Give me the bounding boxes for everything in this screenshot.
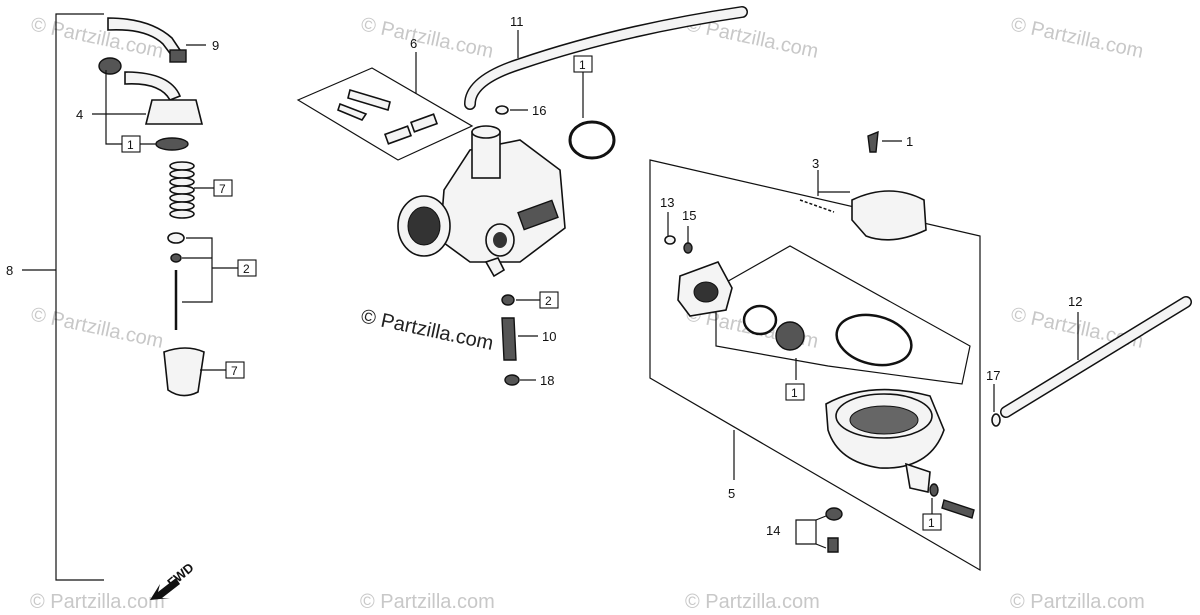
spring-small-part xyxy=(409,113,439,133)
washer-part xyxy=(155,137,189,151)
cap-tube-part xyxy=(124,71,182,102)
callout-box-1d xyxy=(922,513,942,531)
callout-10: 1 xyxy=(906,134,913,149)
float-kit-panel xyxy=(715,245,971,385)
callout-1-left: 1 xyxy=(127,138,134,152)
callout-19: 18 xyxy=(540,373,554,388)
watermark: © Partzilla.com xyxy=(360,591,495,613)
cap-plug-part xyxy=(98,57,122,75)
callout-15: 14 xyxy=(766,523,780,538)
float-bowl-part xyxy=(825,388,945,493)
tube-clip-part xyxy=(495,105,509,115)
watermark: © Partzilla.com xyxy=(685,591,820,613)
bowl-screw-part xyxy=(941,499,975,519)
watermark-center: © Partzilla.com xyxy=(359,305,495,355)
watermark: © Partzilla.com xyxy=(359,13,495,63)
main-jet-part xyxy=(501,317,517,361)
callout-4: 4 xyxy=(76,107,83,122)
callout-box-1c xyxy=(785,383,805,401)
callout-11: 10 xyxy=(542,329,556,344)
carburetor-body-part xyxy=(397,125,566,278)
spring-small-part-b xyxy=(383,125,413,145)
callout-6: 6 xyxy=(410,36,417,51)
fwd-direction-marker: FWD xyxy=(150,560,197,600)
fwd-label: FWD xyxy=(164,560,196,591)
callout-5: 5 xyxy=(728,486,735,501)
callout-box-2 xyxy=(237,259,257,277)
drain-screw-part xyxy=(504,374,520,386)
watermark: © Partzilla.com xyxy=(1010,591,1145,613)
bowl-washer-part xyxy=(929,483,939,497)
callout-18: 17 xyxy=(986,368,1000,383)
callout-box-7 xyxy=(213,179,233,197)
watermark: © Partzilla.com xyxy=(1009,13,1145,63)
callout-box-2b xyxy=(539,291,559,309)
cap-part xyxy=(144,99,204,125)
leader-line xyxy=(815,515,827,521)
needle-clip-part xyxy=(167,232,185,244)
needle-retainer-part xyxy=(170,253,182,263)
watermark: © Partzilla.com xyxy=(29,303,165,353)
float-part xyxy=(851,190,927,241)
callout-8: 8 xyxy=(6,263,13,278)
drain-washer-part xyxy=(501,294,515,306)
adjust-screw-part xyxy=(347,88,391,112)
gasket-ring-part xyxy=(742,304,778,336)
callout-7-bottom: 7 xyxy=(231,364,238,378)
callout-1-right: 1 xyxy=(791,386,798,400)
watermark: © Partzilla.com xyxy=(29,13,165,63)
fwd-arrow-icon xyxy=(150,578,180,600)
leader-line xyxy=(182,237,213,303)
throttle-valve-part xyxy=(163,347,205,397)
callout-16: 15 xyxy=(682,208,696,223)
float-chamber-panel xyxy=(649,159,981,572)
callout-1-bowl: 1 xyxy=(928,516,935,530)
leader-bracket-15 xyxy=(795,519,817,545)
bowl-gasket-part xyxy=(835,313,913,367)
callout-17: 16 xyxy=(532,103,546,118)
valve-seat-hole xyxy=(693,281,719,303)
tube-clip-18-part xyxy=(991,413,1001,427)
assembly-bracket-8 xyxy=(55,13,104,581)
spring-part xyxy=(169,161,195,219)
o-ring-part xyxy=(568,120,616,160)
callout-2-left: 2 xyxy=(243,262,250,276)
callout-1-top: 1 xyxy=(579,58,586,72)
center-assembly: 6 11 16 1 xyxy=(296,6,748,388)
float-pin-screw-part xyxy=(867,130,879,153)
screw-kit-panel xyxy=(296,67,474,161)
pilot-screw-part xyxy=(337,102,368,121)
callout-2-center: 2 xyxy=(545,294,552,308)
callout-9: 9 xyxy=(212,38,219,53)
right-assembly: 1 3 13 15 1 5 xyxy=(649,130,1192,572)
small-washer-part xyxy=(683,242,693,254)
callout-3: 3 xyxy=(812,156,819,171)
callout-12: 11 xyxy=(510,14,524,29)
tube-fitting-part xyxy=(169,49,187,63)
float-pin-part xyxy=(799,199,835,213)
callout-7-top: 7 xyxy=(219,182,226,196)
callout-13: 12 xyxy=(1068,294,1082,309)
leader-line xyxy=(105,70,122,145)
drain-plug-part xyxy=(825,507,843,521)
callout-14: 13 xyxy=(660,195,674,210)
leader-line xyxy=(815,543,827,549)
watermark: © Partzilla.com xyxy=(30,591,165,613)
small-screw-part xyxy=(664,235,676,245)
callout-box-7b xyxy=(225,361,245,379)
filter-screen-part xyxy=(775,321,805,351)
drain-bolt-part xyxy=(827,537,839,553)
